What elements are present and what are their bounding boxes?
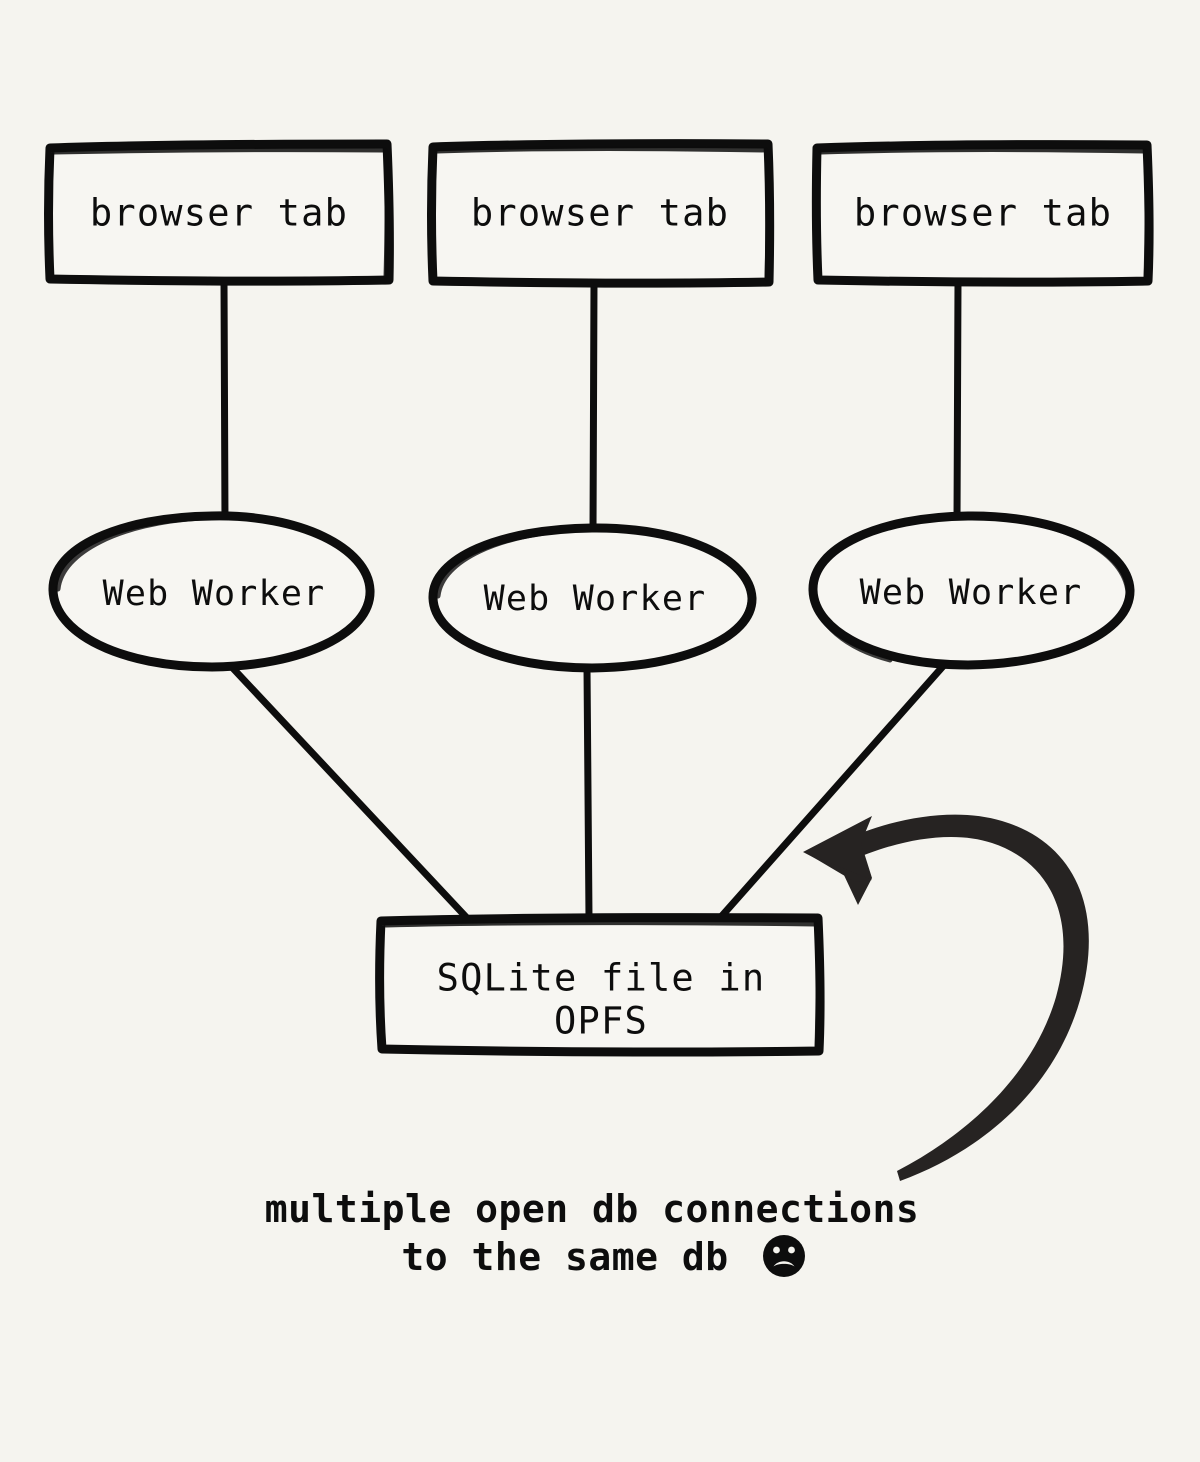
connector-group: [220, 277, 962, 922]
web-worker-3-label: Web Worker: [860, 573, 1083, 613]
sqlite-opfs-store-label-line2: OPFS: [554, 1000, 648, 1043]
annotation-arrow: [803, 814, 1089, 1181]
sqlite-opfs-store-outline-sketch: [383, 920, 821, 1051]
web-worker-3[interactable]: Web Worker: [808, 511, 1135, 670]
browser-tab-2-label: browser tab: [471, 192, 729, 235]
web-worker-2-outline-sketch: [435, 527, 753, 665]
browser-tab-1-outline: [44, 139, 394, 286]
annotation-caption-line2: to the same db: [401, 1235, 728, 1279]
connector-tab1-worker1: [220, 277, 229, 528]
browser-tab-3-outline-sketch: [818, 147, 1150, 281]
annotation-arrowhead-barb: [806, 853, 872, 882]
web-worker-3-outline-sketch: [813, 515, 1131, 663]
browser-tab-1[interactable]: browser tab: [44, 139, 394, 286]
web-worker-2-outline: [428, 523, 757, 673]
annotation-arrow-shaft: [840, 814, 1089, 1181]
sqlite-opfs-store-outline: [375, 913, 825, 1057]
web-worker-2[interactable]: Web Worker: [428, 523, 757, 673]
browser-tab-3[interactable]: browser tab: [811, 140, 1154, 287]
browser-tab-2-outline: [427, 139, 775, 288]
browser-tab-1-label: browser tab: [90, 192, 348, 235]
connector-worker2-store: [583, 664, 593, 922]
sqlite-opfs-store-label-line1: SQLite file in: [437, 957, 766, 1000]
web-worker-2-label: Web Worker: [484, 579, 707, 619]
annotation-caption-line1: multiple open db connections: [265, 1187, 920, 1231]
web-worker-1-label: Web Worker: [103, 574, 326, 614]
connector-tab2-worker2: [589, 279, 598, 535]
browser-tab-3-label: browser tab: [854, 192, 1112, 235]
web-worker-1[interactable]: Web Worker: [48, 511, 375, 672]
annotation-caption: multiple open db connections to the same…: [265, 1187, 920, 1279]
connector-worker1-store: [224, 659, 471, 922]
web-worker-1-outline: [48, 511, 375, 672]
connector-worker3-store: [716, 660, 949, 922]
sqlite-opfs-store[interactable]: SQLite file in OPFS: [375, 913, 825, 1057]
browser-tab-2-outline-sketch: [434, 146, 771, 282]
web-worker-1-outline-sketch: [55, 515, 371, 663]
annotation-arrowhead: [803, 816, 872, 905]
browser-tab-3-outline: [811, 140, 1154, 287]
browser-tab-2[interactable]: browser tab: [427, 139, 775, 288]
connector-tab3-worker3: [953, 278, 962, 524]
frowning-face-icon: [763, 1235, 805, 1277]
web-worker-3-outline: [808, 511, 1135, 670]
browser-tab-1-outline-sketch: [51, 147, 390, 280]
